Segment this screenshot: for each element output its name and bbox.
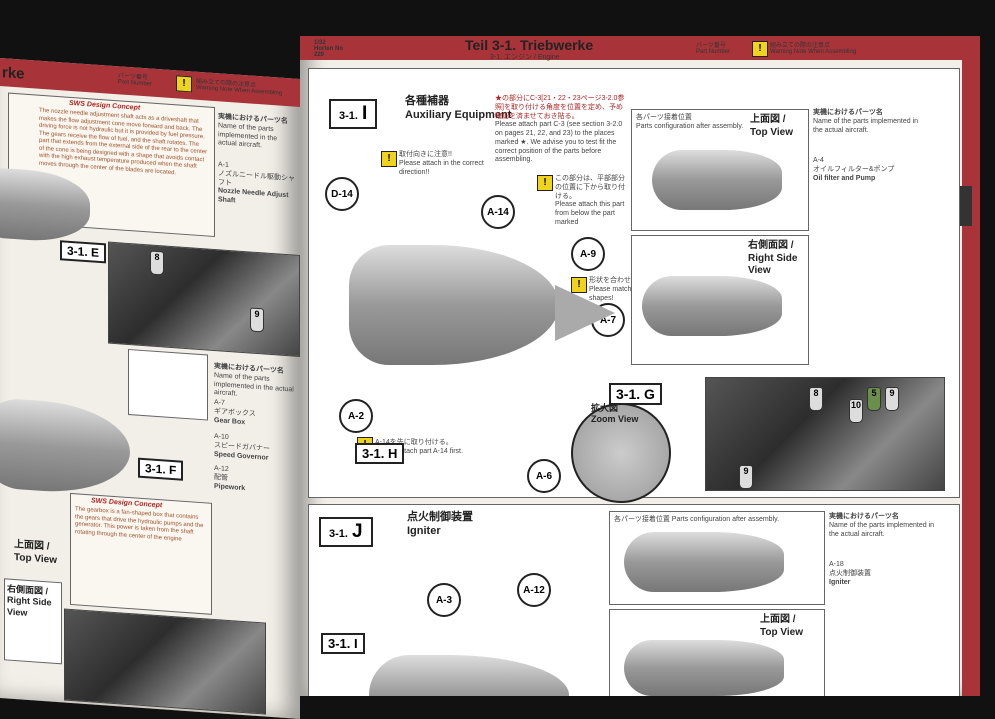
warning-icon: !	[176, 75, 192, 93]
note-direction: 取付向きに注意!!Please attach in the correct di…	[399, 151, 484, 176]
part-callout-a12: A-12	[517, 573, 551, 607]
zoom-view-circle	[571, 403, 671, 503]
engine-drawing	[0, 396, 130, 498]
left-header-title: rke	[2, 64, 25, 83]
paint-bottle: 9	[885, 387, 899, 411]
kit-scale: 1/32 Horten No 229	[314, 40, 343, 58]
step-i-ref: 3-1. I	[321, 633, 365, 654]
paint-bottle: 9	[250, 307, 264, 333]
paint-bottle: 8	[809, 387, 823, 411]
right-page: 1/32 Horten No 229 Teil 3-1. Triebwerke …	[300, 36, 980, 696]
engine-drawing	[369, 655, 569, 696]
page-title: Teil 3-1. Triebwerke	[465, 37, 594, 53]
note-below: この部分は、平部部分の位置に下から取り付ける。Please attach thi…	[555, 175, 625, 226]
part-callout-a2: A-2	[339, 399, 373, 433]
engine-photo-1	[108, 241, 300, 357]
note-a14-first: A-14を先に取り付ける。Please attach part A-14 fir…	[375, 439, 463, 455]
page-subtitle: 3-1. エンジン / Engine	[490, 54, 560, 61]
page-tab	[960, 186, 972, 226]
engine-photo-2	[64, 608, 266, 715]
engine-drawing	[624, 532, 784, 592]
top-view-label: 上面図 /Top View	[750, 114, 793, 138]
engine-cone	[555, 285, 615, 341]
top-view-panel: 上面図 /Top View	[609, 609, 825, 696]
part-callout-a9: A-9	[571, 237, 605, 271]
paint-bottle: 5	[867, 387, 881, 411]
right-header-band	[300, 36, 980, 60]
config-panel: 各パーツ接着位置 Parts configuration after assem…	[609, 511, 825, 605]
step-j-label: 3-1.J	[319, 517, 373, 547]
side-view-panel: 右側面図 /Right Side View	[631, 235, 809, 365]
step-f-label: 3-1. F	[138, 457, 184, 481]
warning-icon: !	[537, 175, 553, 191]
warning-icon: !	[752, 41, 768, 57]
paint-bottle: 9	[739, 465, 753, 489]
engine-drawing	[652, 150, 782, 210]
engine-drawing	[624, 640, 784, 696]
step-g-ref: 3-1. G	[609, 383, 662, 405]
part-callout-d14: D-14	[325, 177, 359, 211]
right-edge-band	[962, 36, 980, 696]
part-callout-a6: A-6	[527, 459, 561, 493]
sws-text: The nozzle needle adjustment shaft acts …	[39, 107, 208, 176]
top-view-label: 上面図 /Top View	[760, 614, 803, 638]
gearbox-inset	[128, 348, 208, 421]
side-view-panel: 右側面図 /Right Side View	[4, 578, 62, 665]
sws-text-2: The gearbox is a fan-shaped box that con…	[75, 506, 204, 543]
paint-bottle: 8	[150, 250, 164, 276]
side-view-label: 右側面図 /Right Side View	[7, 583, 52, 618]
part-callout-a14: A-14	[481, 195, 515, 229]
config-label: 各パーツ接着位置 Parts configuration after assem…	[614, 516, 780, 523]
step-h-ref: 3-1. H	[355, 443, 405, 464]
side-view-label: 右側面図 /Right Side View	[748, 240, 798, 276]
note-star: ★の部分にC-3[21・22・23ページ3-2.0参照]を取り付ける角度を位置を…	[495, 95, 625, 164]
step-i-label: 3-1.I	[329, 99, 378, 129]
step-e-label: 3-1. E	[60, 240, 107, 264]
paint-bottle: 10	[849, 399, 863, 423]
engine-drawing	[642, 276, 782, 336]
part-callout-a3: A-3	[427, 583, 461, 617]
warning-icon: !	[381, 151, 397, 167]
sws-panel-2: SWS Design Concept The gearbox is a fan-…	[70, 492, 212, 615]
top-view-label: 上面図 /Top View	[14, 538, 57, 566]
engine-drawing	[349, 245, 559, 365]
